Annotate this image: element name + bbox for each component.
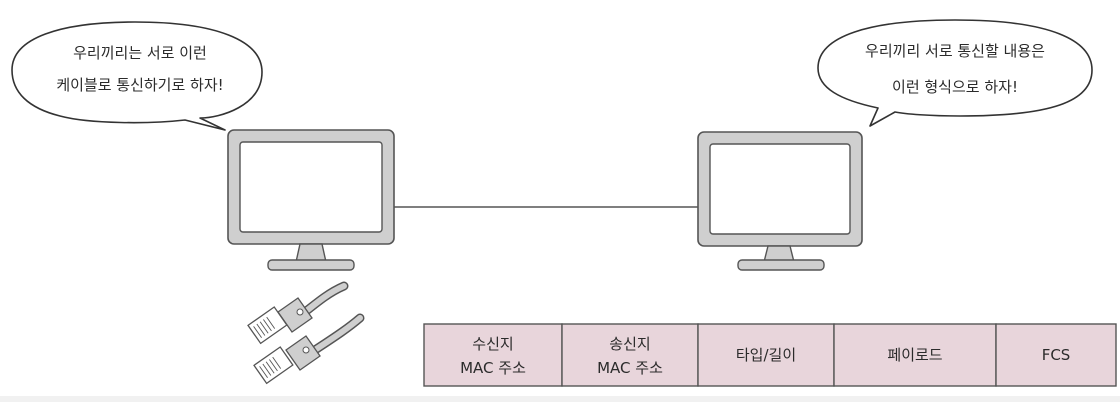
frame-label-payload: 페이로드: [887, 346, 942, 364]
left-speech-bubble: 우리끼리는 서로 이런 케이블로 통신하기로 하자!: [11, 21, 263, 131]
left-monitor-icon: [227, 129, 395, 271]
left-bubble-line2: 케이블로 통신하기로 하자!: [56, 76, 223, 94]
frame-label-dest-line1: 수신지: [472, 335, 513, 353]
frame-field-payload: [833, 323, 997, 387]
ethernet-cable-icon: [247, 281, 365, 385]
right-bubble-line2: 이런 형식으로 하자!: [892, 78, 1018, 96]
ethernet-frame: 수신지 MAC 주소 송신지 MAC 주소 타입/길이 페이로드 FCS: [423, 323, 1117, 387]
frame-label-src-line1: 송신지: [609, 335, 650, 353]
left-bubble-line1: 우리끼리는 서로 이런: [73, 44, 207, 62]
frame-label-type-length: 타입/길이: [736, 346, 796, 364]
frame-label-src-line2: MAC 주소: [597, 359, 663, 377]
right-monitor-icon: [697, 131, 863, 271]
bottom-divider: [0, 396, 1120, 402]
right-bubble-line1: 우리끼리 서로 통신할 내용은: [865, 42, 1045, 60]
frame-field-type-length: [697, 323, 835, 387]
frame-field-src-mac: [561, 323, 699, 387]
frame-label-fcs: FCS: [1042, 346, 1071, 364]
frame-label-dest-line2: MAC 주소: [460, 359, 526, 377]
right-speech-bubble: 우리끼리 서로 통신할 내용은 이런 형식으로 하자!: [817, 19, 1093, 127]
frame-field-fcs: [995, 323, 1117, 387]
frame-field-dest-mac: [423, 323, 563, 387]
